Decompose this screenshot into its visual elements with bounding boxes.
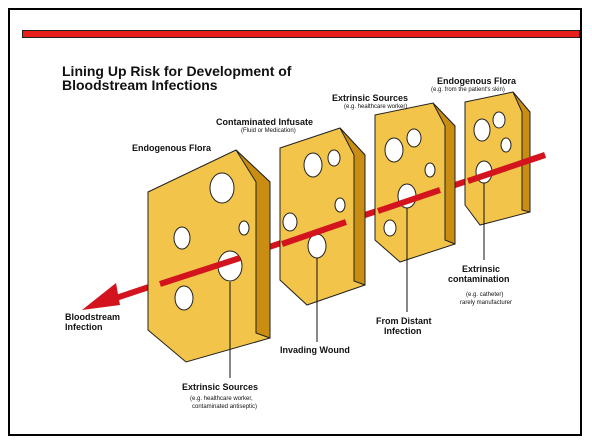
cheese-slice-2 bbox=[280, 128, 365, 305]
cheese-slice-4 bbox=[465, 92, 530, 225]
label-extrinsic-contamination-2: contamination bbox=[448, 274, 510, 284]
label-endogenous-flora-2: Endogenous Flora bbox=[437, 76, 516, 86]
label-extrinsic-sources-bottom-sub-2: contaminated antiseptic) bbox=[192, 404, 257, 410]
label-extrinsic-sources-top: Extrinsic Sources bbox=[332, 93, 408, 103]
cheese-slice-3 bbox=[375, 103, 455, 262]
label-bloodstream-infection-1: Bloodstream bbox=[65, 312, 120, 322]
label-contaminated-infusate-sub: (Fluid or Medication) bbox=[241, 128, 296, 134]
risk-arrow-head bbox=[82, 283, 120, 310]
label-endogenous-flora-1: Endogenous Flora bbox=[132, 143, 211, 153]
label-extrinsic-contamination-sub-2: rarely manufacturer bbox=[460, 300, 512, 306]
label-bloodstream-infection-2: Infection bbox=[65, 322, 103, 332]
label-from-distant-infection-1: From Distant bbox=[376, 316, 432, 326]
label-extrinsic-sources-bottom-sub-1: (e.g. healthcare worker, bbox=[190, 396, 253, 402]
label-extrinsic-sources-bottom: Extrinsic Sources bbox=[182, 382, 258, 392]
label-invading-wound: Invading Wound bbox=[280, 345, 350, 355]
label-extrinsic-sources-top-sub: (e.g. healthcare worker) bbox=[344, 104, 407, 110]
label-extrinsic-contamination-sub-1: (e.g. catheter) bbox=[466, 292, 503, 298]
label-from-distant-infection-2: Infection bbox=[384, 326, 422, 336]
cheese-slice-1 bbox=[148, 150, 270, 362]
label-contaminated-infusate: Contaminated Infusate bbox=[216, 117, 313, 127]
label-endogenous-flora-2-sub: (e.g. from the patient's skin) bbox=[431, 87, 505, 93]
label-extrinsic-contamination-1: Extrinsic bbox=[462, 264, 500, 274]
